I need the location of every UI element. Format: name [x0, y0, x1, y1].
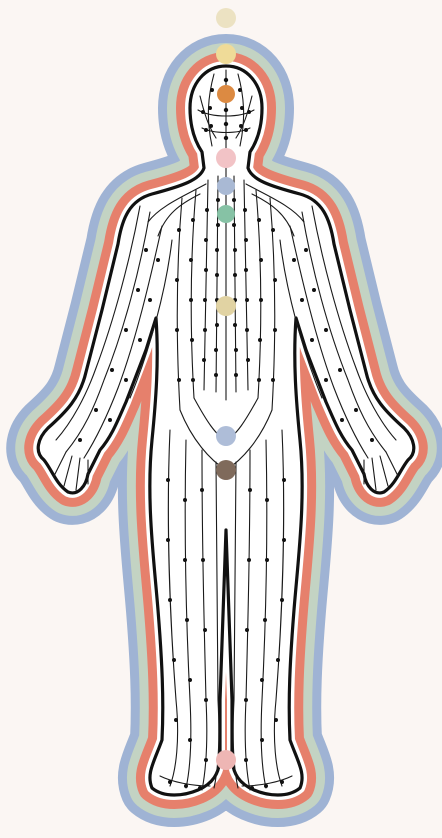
chakra-sacral — [216, 426, 236, 446]
chakra-earth — [216, 750, 236, 770]
chakra-solar-plexus — [216, 296, 236, 316]
chakra-crown-above — [216, 8, 236, 28]
chakra-throat — [216, 148, 236, 168]
chakra-upper-heart — [217, 177, 235, 195]
chakra-heart — [217, 205, 235, 223]
chakra-crown — [216, 44, 236, 64]
chakra-third-eye — [217, 85, 235, 103]
chakra-root — [216, 460, 236, 480]
